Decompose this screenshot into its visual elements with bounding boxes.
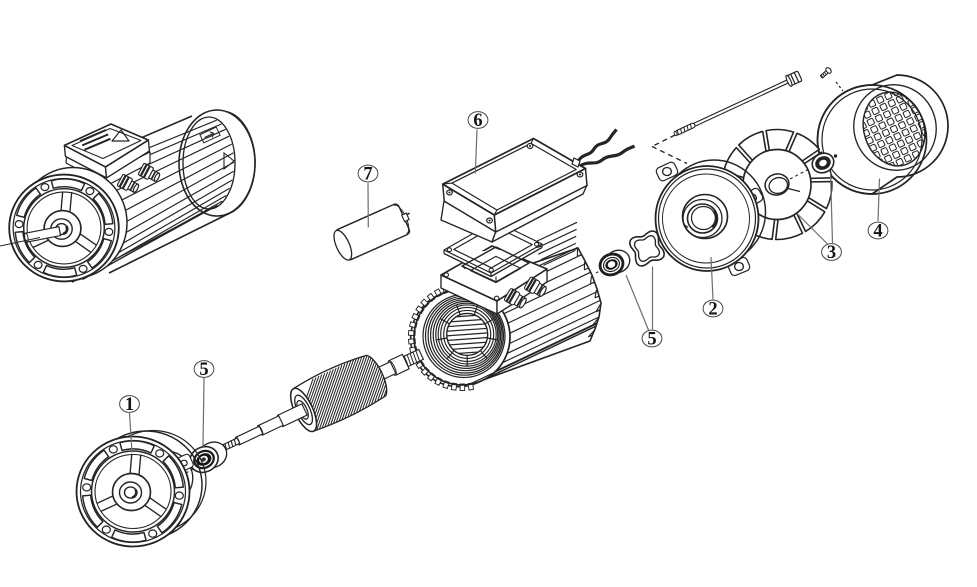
- svg-text:4: 4: [873, 222, 882, 242]
- svg-text:6: 6: [473, 111, 482, 131]
- svg-text:5: 5: [647, 330, 656, 350]
- svg-text:5: 5: [199, 360, 208, 380]
- svg-text:1: 1: [125, 395, 134, 415]
- svg-text:2: 2: [708, 300, 717, 320]
- svg-text:3: 3: [827, 243, 836, 263]
- svg-text:7: 7: [363, 165, 372, 185]
